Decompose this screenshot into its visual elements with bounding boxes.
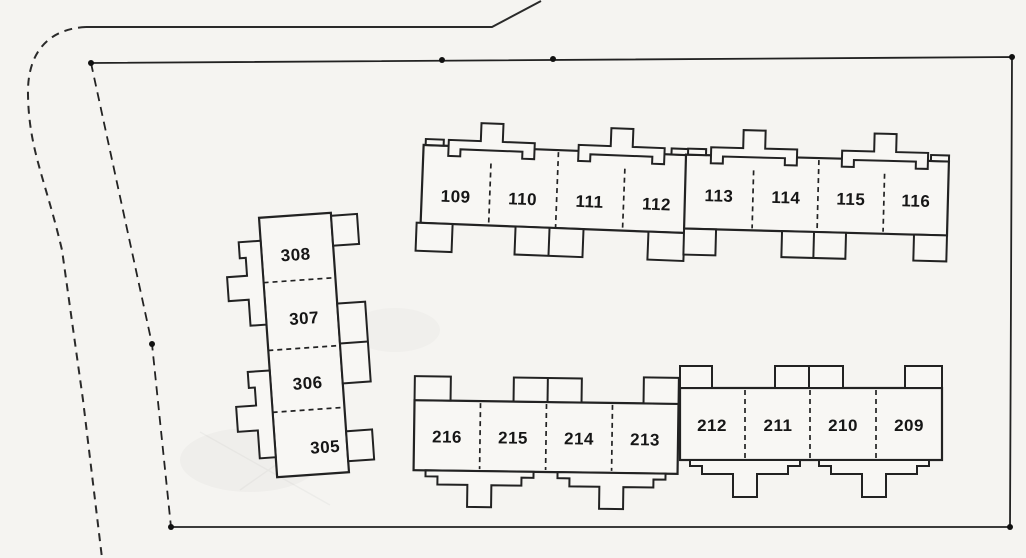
roof-end-tab bbox=[686, 147, 708, 157]
west-building: 308 307 306 305 bbox=[226, 211, 376, 479]
unit-divider bbox=[478, 403, 482, 470]
stair-tower bbox=[840, 132, 930, 170]
roof-end-tab bbox=[929, 153, 951, 163]
roof-end-tab bbox=[424, 137, 445, 147]
unit-label-209: 209 bbox=[894, 416, 924, 435]
unit-divider bbox=[610, 404, 614, 471]
unit-label-110: 110 bbox=[508, 189, 538, 209]
patio bbox=[646, 230, 686, 263]
patio bbox=[912, 233, 949, 263]
unit-label-214: 214 bbox=[564, 429, 594, 448]
unit-label-305: 305 bbox=[310, 437, 341, 458]
patio-divider bbox=[547, 227, 551, 256]
patio bbox=[329, 212, 361, 247]
stair-tower bbox=[689, 459, 801, 498]
north-building-east-wing: 113 114 115 116 bbox=[682, 129, 951, 263]
unit-label-211: 211 bbox=[764, 416, 793, 435]
unit-label-308: 308 bbox=[280, 244, 311, 265]
stair-tower bbox=[709, 129, 799, 167]
unit-divider bbox=[268, 344, 341, 352]
unit-label-116: 116 bbox=[901, 191, 930, 211]
patio-divider bbox=[812, 231, 816, 258]
unit-divider bbox=[487, 163, 492, 225]
patio bbox=[345, 428, 376, 463]
survey-point bbox=[550, 56, 556, 62]
unit-divider bbox=[751, 170, 755, 229]
survey-point bbox=[1007, 524, 1013, 530]
stair-tower bbox=[235, 369, 277, 460]
unit-divider bbox=[554, 152, 560, 228]
unit-divider bbox=[263, 276, 336, 284]
road-edge bbox=[26, 0, 542, 558]
unit-label-112: 112 bbox=[642, 194, 672, 214]
unit-label-111: 111 bbox=[575, 192, 604, 212]
unit-divider bbox=[882, 173, 886, 232]
patio bbox=[413, 375, 452, 402]
unit-label-212: 212 bbox=[697, 416, 727, 435]
survey-point bbox=[88, 60, 94, 66]
unit-label-216: 216 bbox=[432, 427, 462, 446]
road-edge-line bbox=[86, 0, 542, 28]
south-building-west-wing: 216 215 214 213 bbox=[412, 375, 680, 511]
stair-tower bbox=[818, 459, 930, 498]
unit-label-210: 210 bbox=[828, 416, 858, 435]
stair-tower bbox=[447, 122, 536, 161]
patio bbox=[414, 221, 454, 254]
unit-label-115: 115 bbox=[836, 190, 865, 210]
property-boundary bbox=[88, 54, 1015, 530]
unit-label-213: 213 bbox=[630, 430, 660, 449]
stair-tower bbox=[577, 127, 666, 166]
stair-tower bbox=[226, 239, 268, 327]
north-building-west-wing: 109 110 111 112 bbox=[414, 122, 691, 263]
unit-divider bbox=[621, 168, 626, 230]
unit-label-109: 109 bbox=[440, 187, 471, 207]
patio bbox=[904, 365, 943, 389]
unit-divider bbox=[816, 160, 820, 231]
unit-label-113: 113 bbox=[704, 186, 733, 206]
patio-divider bbox=[339, 340, 368, 345]
survey-point bbox=[439, 57, 445, 63]
patio bbox=[682, 227, 718, 257]
survey-point bbox=[149, 341, 155, 347]
scan-smudge bbox=[350, 308, 440, 352]
unit-divider bbox=[544, 403, 548, 471]
unit-label-307: 307 bbox=[289, 308, 320, 329]
unit-divider bbox=[272, 406, 345, 414]
unit-label-215: 215 bbox=[498, 428, 528, 447]
unit-label-306: 306 bbox=[292, 373, 323, 394]
road-curve-line bbox=[26, 26, 103, 558]
south-building-east-wing: 212 211 210 209 bbox=[678, 365, 944, 498]
unit-label-114: 114 bbox=[771, 188, 800, 208]
patio bbox=[679, 365, 713, 389]
stair-tower bbox=[556, 471, 667, 511]
stair-tower bbox=[424, 469, 535, 509]
patio bbox=[642, 376, 680, 405]
survey-point bbox=[168, 524, 174, 530]
survey-point bbox=[1009, 54, 1015, 60]
wing-outline bbox=[678, 386, 944, 462]
